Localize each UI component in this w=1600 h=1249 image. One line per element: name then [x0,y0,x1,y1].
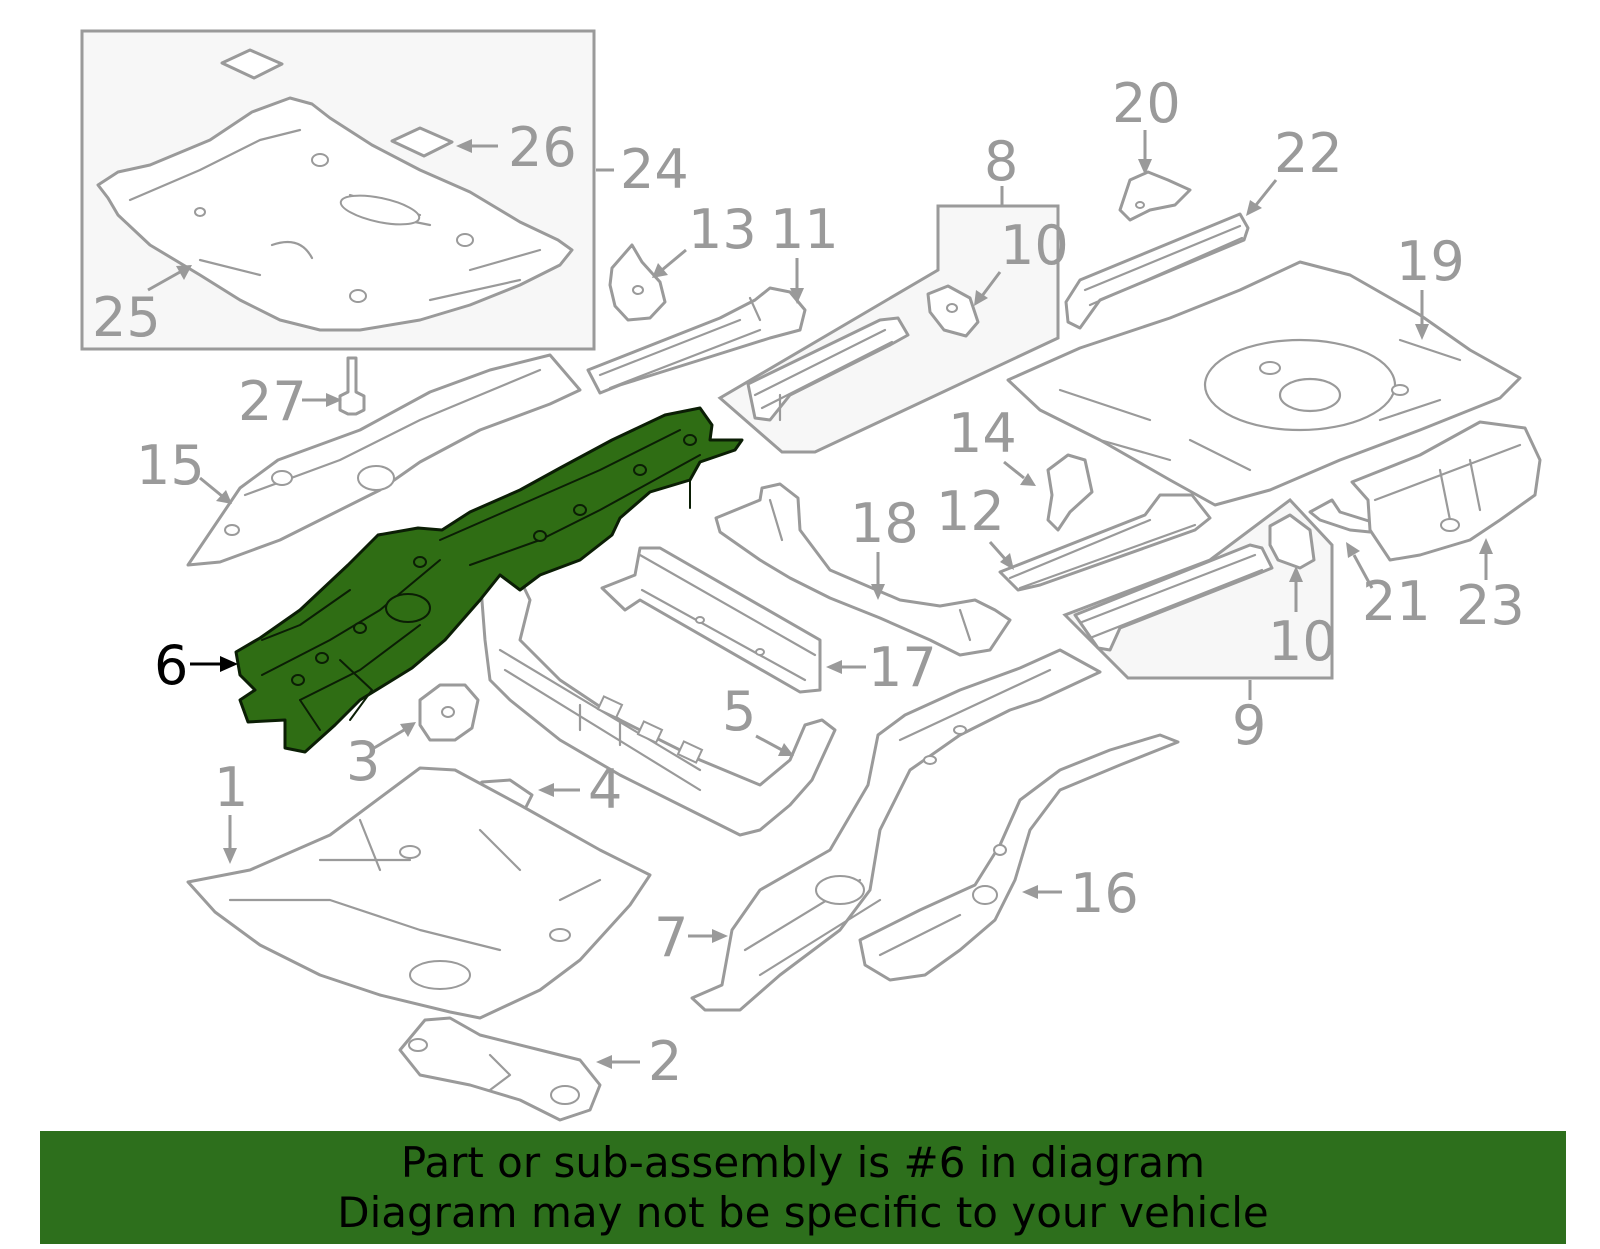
banner-line-disclaimer: Diagram may not be specific to your vehi… [337,1187,1269,1237]
callout-14: 14 [948,402,1017,465]
callout-27: 27 [238,370,307,433]
part-23-panel[interactable] [1350,420,1542,562]
part-7-side-member[interactable] [690,648,1102,1012]
part-1-front-floor[interactable] [186,766,652,1020]
callout-21: 21 [1362,570,1431,633]
part-18-crossmember[interactable] [714,482,1012,657]
part-13-bracket[interactable] [608,243,667,322]
callout-7: 7 [654,906,688,969]
part-26-pads[interactable] [220,48,454,158]
callout-19: 19 [1396,230,1465,293]
callout-13: 13 [688,198,757,261]
part-3-bracket[interactable] [418,683,480,742]
callout-11: 11 [770,198,839,261]
callout-17: 17 [868,636,937,699]
callout-12: 12 [936,480,1005,543]
part-6-highlighted-rail[interactable] [234,406,744,754]
part-9-sill[interactable] [1073,543,1274,652]
part-27-bolt[interactable] [338,356,366,416]
part-17-crossmember[interactable] [600,546,822,694]
part-20-bracket[interactable] [1118,170,1192,222]
callout-5: 5 [722,680,756,743]
callout-10-upper: 10 [1000,214,1069,277]
callout-8: 8 [984,130,1018,193]
part-5-panel[interactable] [478,563,837,837]
part-11-rail[interactable] [586,286,807,395]
callout-22: 22 [1274,122,1343,185]
part-22-crossmember[interactable] [1064,212,1250,330]
callout-6-highlighted: 6 [154,634,188,697]
callout-18: 18 [850,492,919,555]
info-banner: Part or sub-assembly is #6 in diagram Di… [40,1131,1566,1244]
callout-1: 1 [214,756,248,819]
callout-24: 24 [620,138,689,201]
part-25-undercover[interactable] [96,96,574,332]
part-10-lower-bracket[interactable] [1268,513,1316,570]
part-21-bracket[interactable] [1308,498,1374,534]
callout-4: 4 [588,758,622,821]
callout-labels: 26 24 25 13 11 8 10 20 22 19 27 15 14 18… [92,72,1525,1093]
banner-line-part: Part or sub-assembly is #6 in diagram [400,1137,1206,1187]
part-12-rail[interactable] [998,493,1212,592]
callout-10-lower: 10 [1268,610,1337,673]
callout-20: 20 [1112,72,1181,135]
leader-lines [147,130,1493,1069]
callout-3: 3 [346,730,380,793]
part-8-sill[interactable] [746,316,910,422]
callout-26: 26 [508,116,577,179]
part-14-bracket[interactable] [1046,453,1094,532]
callout-9: 9 [1232,694,1266,757]
callout-16: 16 [1070,862,1139,925]
callout-23: 23 [1456,574,1525,637]
callout-25: 25 [92,286,161,349]
callout-2: 2 [648,1030,682,1093]
part-19-rear-floor[interactable] [1006,260,1522,507]
part-16-side-member[interactable] [858,733,1180,982]
part-2-reinforcement[interactable] [398,1016,602,1122]
part-10-upper-bracket[interactable] [926,284,980,338]
callout-15: 15 [136,434,205,497]
part-15-rail[interactable] [186,353,582,567]
